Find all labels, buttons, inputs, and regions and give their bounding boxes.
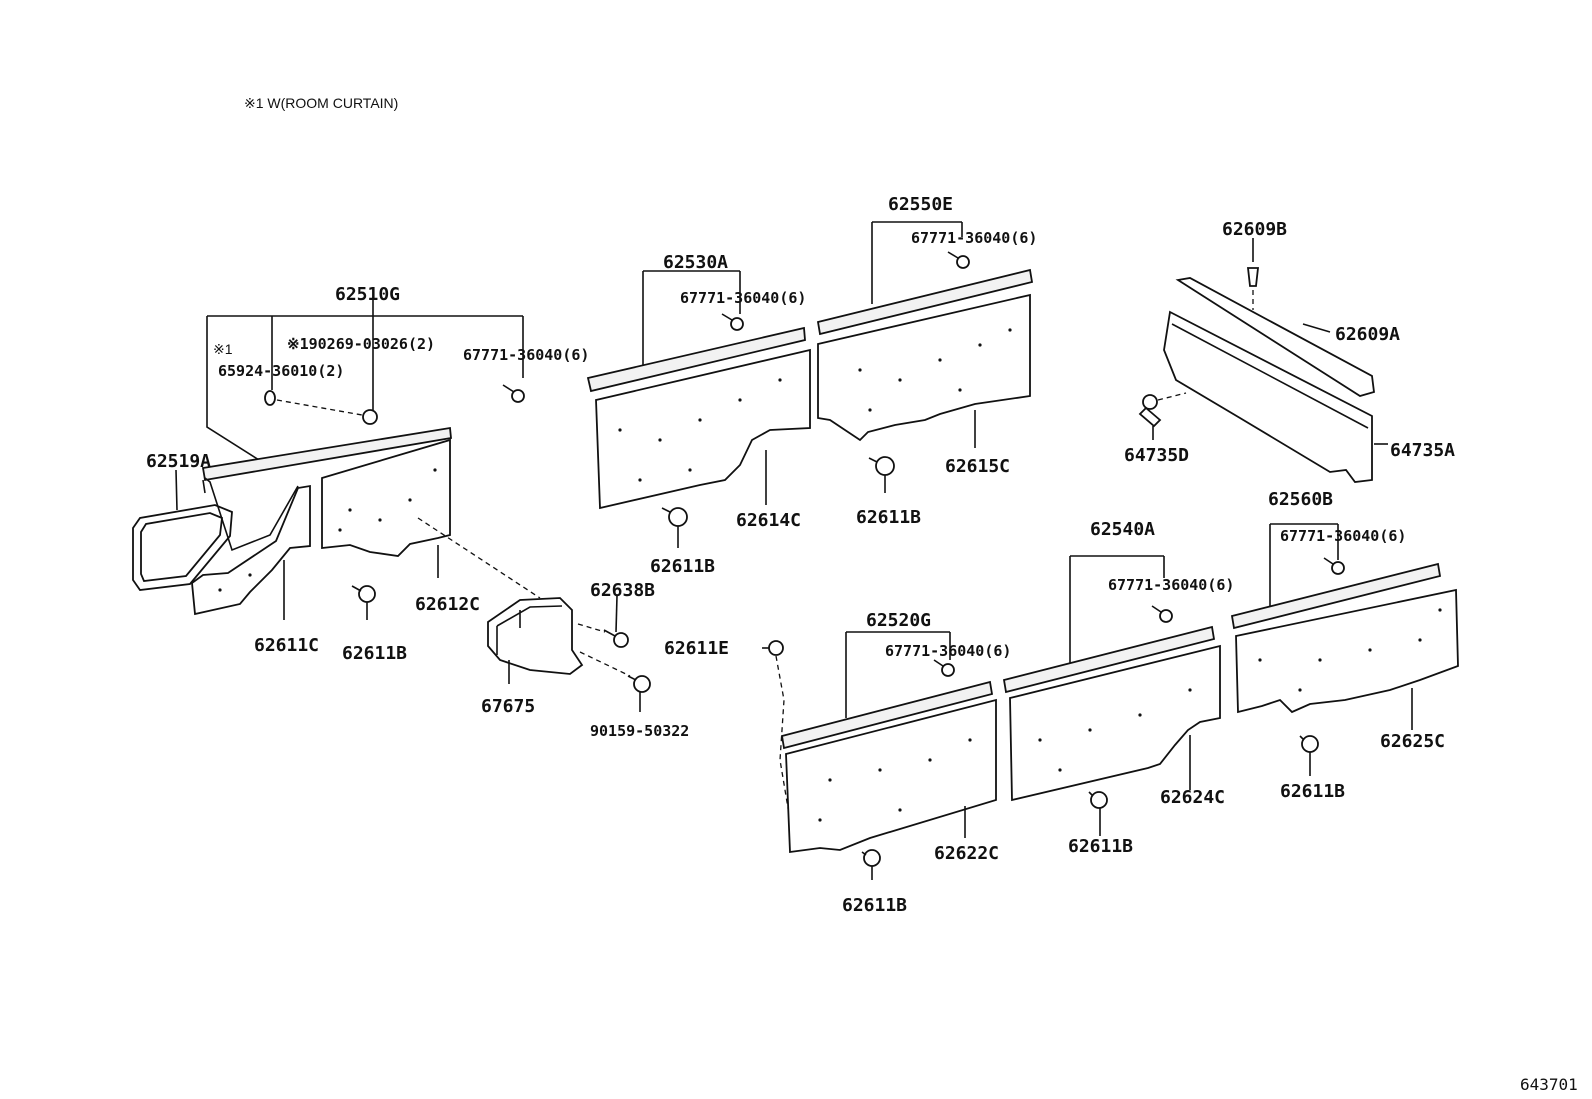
label-67771-d: 67771-36040(6) [885, 642, 1011, 660]
label-62560B: 62560B [1268, 489, 1333, 510]
label-62540A: 62540A [1090, 519, 1155, 540]
label-62615C: 62615C [945, 456, 1010, 477]
label-64735A: 64735A [1390, 440, 1455, 461]
label-62614C: 62614C [736, 510, 801, 531]
rail-62530A[interactable] [586, 326, 806, 393]
rail-62510G[interactable] [201, 426, 452, 482]
label-62530A: 62530A [663, 252, 728, 273]
clip-67771-c-icon[interactable] [947, 251, 970, 269]
panel-62625C[interactable] [1235, 588, 1459, 714]
rail-62540A[interactable] [1002, 625, 1216, 694]
panel-62612C[interactable] [321, 438, 451, 557]
clip-67771-d-icon[interactable] [933, 659, 955, 677]
label-62638B: 62638B [590, 580, 655, 601]
label-62611B-b: 62611B [650, 556, 715, 577]
screw-62611B-f-icon[interactable] [1299, 735, 1319, 776]
label-67771-e: 67771-36040(6) [1108, 576, 1234, 594]
room-curtain-note: ※1 W(ROOM CURTAIN) [244, 95, 398, 111]
panel-64735A[interactable] [1163, 310, 1373, 483]
clip-67771-f-icon[interactable] [1323, 557, 1345, 575]
clip-62638B-icon[interactable] [603, 595, 629, 648]
label-62611C: 62611C [254, 635, 319, 656]
clip-67771-e-icon[interactable] [1151, 605, 1173, 623]
group-62540A [1002, 555, 1221, 836]
label-62611B-d: 62611B [842, 895, 907, 916]
label-62609B: 62609B [1222, 219, 1287, 240]
screw-62611B-d-icon[interactable] [861, 849, 881, 880]
clip-62609B-icon[interactable] [1246, 238, 1260, 310]
screw-62611B-c-icon[interactable] [868, 456, 895, 493]
group-62560B [1230, 523, 1459, 776]
group-62530A [586, 270, 811, 548]
label-62622C: 62622C [934, 843, 999, 864]
clip-67771-a-icon[interactable] [502, 384, 525, 403]
label-90269: ※190269-03026(2) [287, 335, 435, 353]
module-67675[interactable] [487, 597, 584, 684]
window-62519A[interactable] [132, 504, 233, 591]
label-67771-a: 67771-36040(6) [463, 346, 589, 364]
label-62611B-f: 62611B [1280, 781, 1345, 802]
diagram-ref-number: 643701 [1520, 1075, 1578, 1094]
panel-62611C[interactable] [191, 484, 311, 616]
clip-67771-b-icon[interactable] [721, 313, 744, 331]
rail-62550E[interactable] [816, 268, 1034, 336]
label-67771-b: 67771-36040(6) [680, 289, 806, 307]
label-62519A: 62519A [146, 451, 211, 472]
label-67771-f: 67771-36040(6) [1280, 527, 1406, 545]
label-64735D: 64735D [1124, 445, 1189, 466]
group-62550E [816, 221, 1034, 493]
trim-62609A[interactable] [1175, 277, 1375, 397]
label-67771-c: 67771-36040(6) [911, 229, 1037, 247]
label-62609A: 62609A [1335, 324, 1400, 345]
label-mark1: ※1 [213, 341, 233, 357]
label-62611E: 62611E [664, 638, 729, 659]
bolt-90159-icon[interactable] [627, 675, 651, 712]
panel-62624C[interactable] [1009, 644, 1221, 802]
clip-64735D-icon[interactable] [1138, 392, 1187, 440]
label-62612C: 62612C [415, 594, 480, 615]
screw-62611B-e-icon[interactable] [1088, 791, 1108, 836]
clip-62611E-icon[interactable] [762, 640, 784, 656]
label-62625C: 62625C [1380, 731, 1445, 752]
label-62550E: 62550E [888, 194, 953, 215]
label-62611B-c: 62611B [856, 507, 921, 528]
part-labels: 62510G ※1 65924-36010(2) ※190269-03026(2… [146, 194, 1455, 916]
group-62609-64735 [1138, 238, 1388, 483]
rail-62520G[interactable] [780, 680, 994, 750]
screw-62611B-a-icon[interactable] [351, 585, 376, 603]
grommet-90269-icon[interactable] [362, 409, 378, 425]
clip-65924-icon[interactable] [264, 390, 276, 406]
label-67675: 67675 [481, 696, 535, 717]
panel-62622C[interactable] [785, 698, 997, 854]
label-62520G: 62520G [866, 610, 931, 631]
label-90159: 90159-50322 [590, 722, 689, 740]
group-62510G [132, 299, 541, 620]
group-62520G [780, 631, 997, 880]
rail-62560B[interactable] [1230, 562, 1442, 630]
label-62510G: 62510G [335, 284, 400, 305]
label-65924: 65924-36010(2) [218, 362, 344, 380]
label-62611B-e: 62611B [1068, 836, 1133, 857]
screw-62611B-b-icon[interactable] [661, 507, 688, 548]
panel-62615C[interactable] [817, 293, 1031, 442]
panel-62614C[interactable] [595, 348, 811, 510]
label-62611B-a: 62611B [342, 643, 407, 664]
panel-hole-dots [218, 328, 1442, 822]
label-62624C: 62624C [1160, 787, 1225, 808]
